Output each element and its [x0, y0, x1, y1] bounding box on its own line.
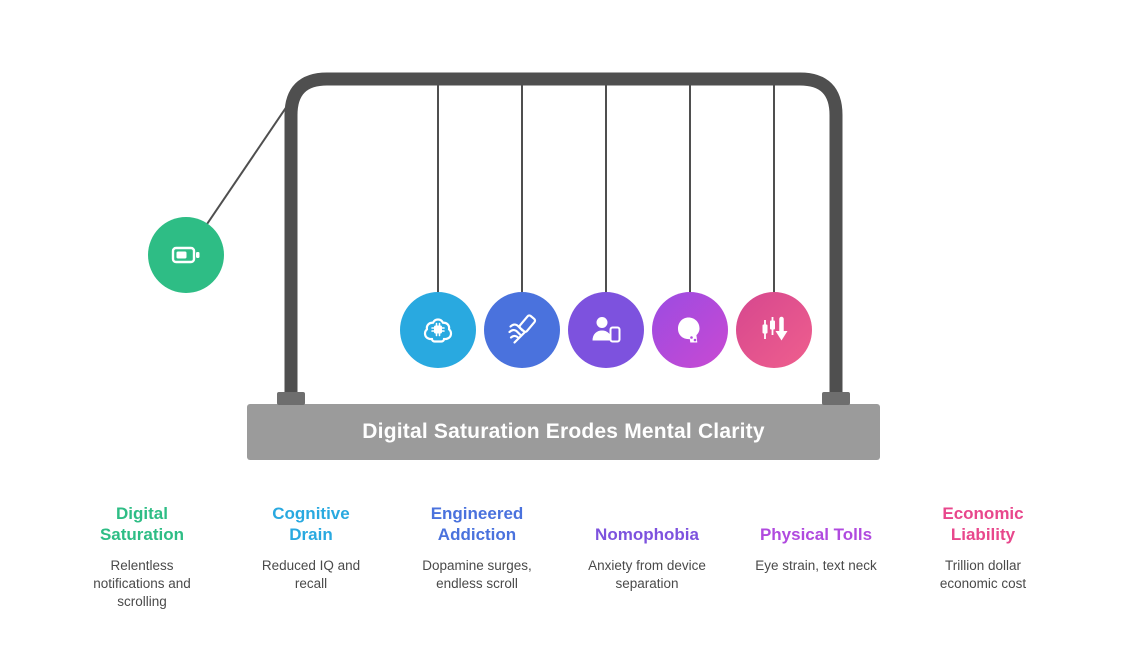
legend-item-economic-liability: Economic Liability Trillion dollar econo…	[923, 497, 1043, 593]
legend-description: Dopamine surges, endless scroll	[422, 558, 532, 591]
candlestick-down-icon	[762, 316, 788, 341]
legend-title: Economic Liability	[942, 504, 1024, 544]
legend-item-physical-tolls: Physical Tolls Eye strain, text neck	[731, 497, 901, 575]
legend-title: Digital Saturation	[99, 504, 185, 544]
legend-description: Anxiety from device separation	[588, 558, 706, 591]
legend-title: Nomophobia	[595, 525, 699, 544]
legend-item-nomophobia: Nomophobia Anxiety from device separatio…	[572, 497, 722, 593]
legend-item-cognitive-drain: Cognitive Drain Reduced IQ and recall	[251, 497, 371, 593]
person-device-icon	[592, 317, 621, 343]
legend-description: Trillion dollar economic cost	[939, 558, 1027, 591]
legend-title: Physical Tolls	[759, 525, 873, 544]
base-plate: Digital Saturation Erodes Mental Clarity	[247, 404, 880, 460]
brain-chip-icon	[423, 318, 453, 343]
swung-ball-digital-saturation	[148, 217, 224, 293]
ball-economic-liability	[736, 292, 812, 368]
head-profile-icon	[678, 317, 700, 343]
battery-icon	[171, 246, 200, 264]
legend-description: Reduced IQ and recall	[261, 558, 361, 591]
ball-nomophobia	[568, 292, 644, 368]
main-title: Digital Saturation Erodes Mental Clarity	[362, 420, 765, 443]
ball-engineered-addiction	[484, 292, 560, 368]
legend-title: Cognitive Drain	[272, 504, 350, 544]
ball-cognitive-drain	[400, 292, 476, 368]
legend-description: Relentless notifications and scrolling	[93, 558, 191, 609]
legend-item-engineered-addiction: Engineered Addiction Dopamine surges, en…	[402, 497, 552, 593]
legend-title: Engineered Addiction	[430, 504, 524, 544]
legend-item-digital-saturation: Digital Saturation Relentless notificati…	[82, 497, 202, 611]
ball-physical-tolls	[652, 292, 728, 368]
hand-phone-icon	[508, 314, 537, 344]
legend-description: Eye strain, text neck	[755, 558, 877, 573]
